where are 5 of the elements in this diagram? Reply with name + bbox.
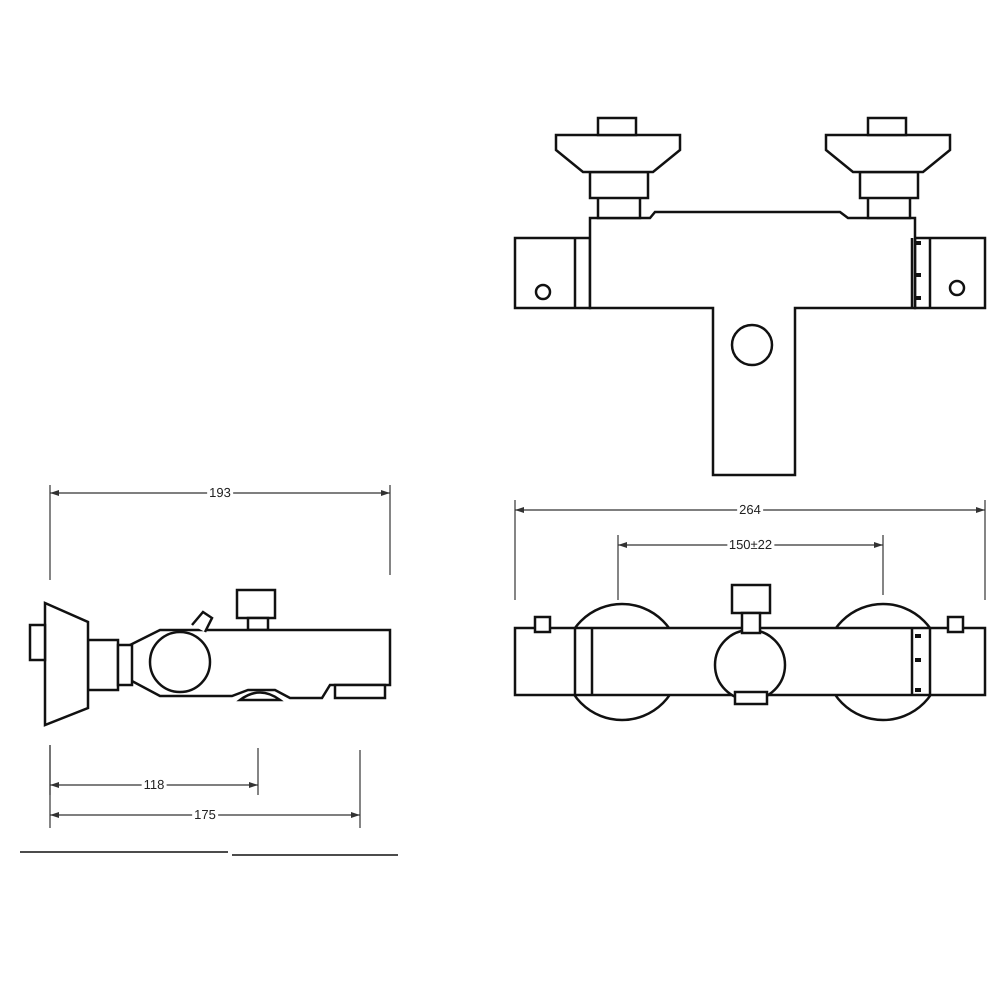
- dimension-value: 175: [192, 808, 218, 822]
- dimension-value: 118: [142, 778, 166, 792]
- dimension-value: 193: [207, 486, 233, 500]
- dimension-value: 264: [737, 503, 763, 517]
- dimension-value: 150±22: [726, 538, 774, 552]
